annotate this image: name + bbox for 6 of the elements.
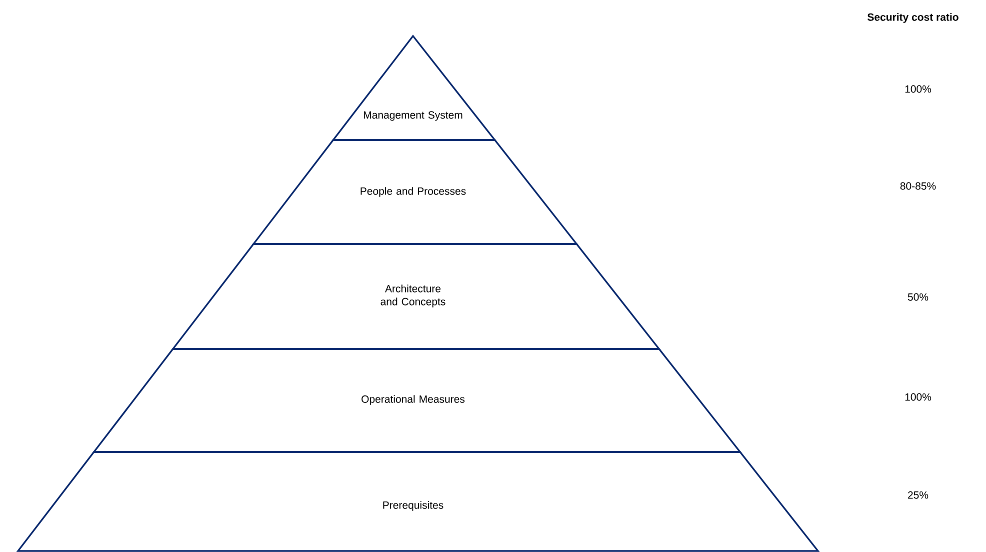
percentage-label: 100%	[905, 85, 932, 93]
column-heading: Security cost ratio	[868, 13, 958, 23]
percentage-label: 80-85%	[900, 182, 936, 190]
percentage-label: 50%	[908, 293, 928, 301]
percentage-label: 25%	[908, 491, 928, 499]
percentage-label: 100%	[905, 393, 932, 401]
